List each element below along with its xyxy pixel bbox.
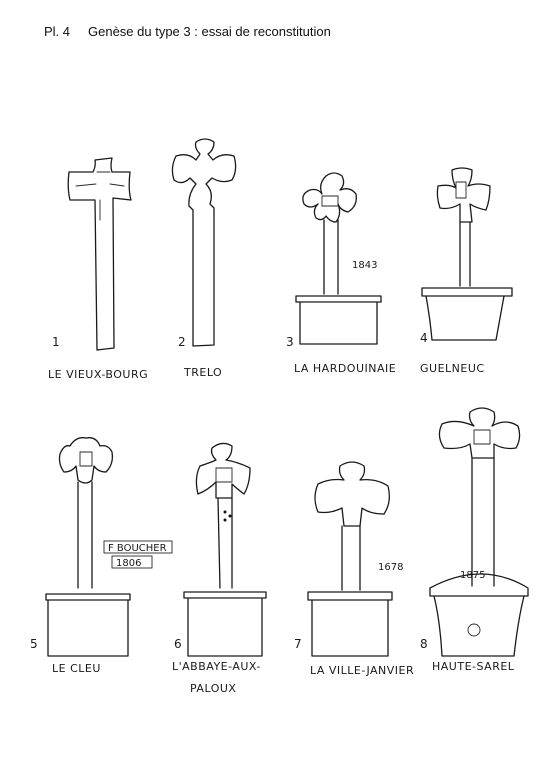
cross-8-date: 1875 (460, 570, 485, 581)
cross-6-label-line-2: PALOUX (190, 682, 236, 695)
cross-6-dot-2 (228, 514, 232, 518)
cross-4-head (436, 167, 491, 223)
plate-title: Genèse du type 3 : essai de reconstituti… (88, 24, 331, 39)
cross-6-shaft (217, 497, 233, 589)
cross-1-drawing (67, 157, 132, 351)
cross-5-inscription-box-2 (111, 555, 153, 569)
cross-8-label: HAUTE-SAREL (432, 660, 515, 673)
cross-7-label: LA VILLE-JANVIER (310, 664, 414, 677)
cross-4-label: GUELNEUC (420, 362, 485, 375)
cross-6-label-line-1: L'ABBAYE-AUX- (172, 660, 261, 673)
cross-3-date: 1843 (352, 260, 377, 271)
cross-1-inner (75, 171, 125, 221)
cross-2-drawing (171, 138, 237, 347)
cross-4-base (421, 287, 513, 341)
cross-8-rosette (467, 623, 481, 637)
cross-3-drawing: 1843 (295, 172, 382, 345)
cross-5-label: LE CLEU (52, 662, 101, 675)
cross-8-drawing: 1875 (429, 407, 529, 657)
cross-6-head-inner (215, 467, 233, 483)
cross-5-drawing: F BOUCHER 1806 (45, 437, 173, 657)
cross-6-dot-3 (223, 518, 227, 522)
cross-6-dot-1 (223, 510, 227, 514)
cross-1-number: 1 (52, 335, 60, 349)
cross-4-shaft (459, 221, 471, 287)
cross-8-head (438, 407, 521, 459)
cross-3-head-inner (321, 195, 339, 207)
cross-6-base (183, 591, 267, 657)
cross-3-head (302, 172, 357, 223)
cross-6-drawing (183, 442, 267, 657)
cross-6-head (195, 442, 251, 499)
cross-3-number: 3 (286, 335, 294, 349)
cross-7-base (307, 591, 393, 657)
cross-4-number: 4 (420, 331, 428, 345)
cross-5-inscription-box-1 (103, 540, 173, 554)
cross-5-head (58, 437, 114, 484)
cross-7-number: 7 (294, 637, 302, 651)
cross-5-head-inner (79, 451, 93, 467)
cross-2-outline (171, 138, 237, 347)
cross-5-inscription-line-1: F BOUCHER (108, 543, 167, 554)
cross-1-outline (67, 157, 132, 351)
cross-7-drawing: 1678 (307, 461, 403, 657)
cross-5-base (45, 593, 131, 657)
cross-7-shaft (341, 525, 361, 591)
cross-2-number: 2 (178, 335, 186, 349)
cross-5-number: 5 (30, 637, 38, 651)
cross-8-head-inner (473, 429, 491, 445)
cross-7-date: 1678 (378, 562, 403, 573)
cross-8-number: 8 (420, 637, 428, 651)
cross-1-label: LE VIEUX-BOURG (48, 368, 148, 381)
cross-4-drawing (421, 167, 513, 341)
cross-5-shaft (77, 481, 93, 589)
cross-3-label: LA HARDOUINAIE (294, 362, 396, 375)
cross-2-label: TRELO (183, 366, 222, 379)
cross-3-shaft (323, 219, 339, 295)
cross-7-head (314, 461, 390, 527)
cross-3-base (295, 295, 382, 345)
plate-header: Pl. 4 Genèse du type 3 : essai de reconst… (44, 24, 331, 39)
cross-6-number: 6 (174, 637, 182, 651)
plate-number: Pl. 4 (44, 24, 71, 39)
cross-8-shaft (471, 457, 495, 587)
cross-8-base (429, 573, 529, 657)
cross-5-inscription-line-2: 1806 (116, 558, 141, 569)
cross-4-head-inner (455, 181, 467, 199)
